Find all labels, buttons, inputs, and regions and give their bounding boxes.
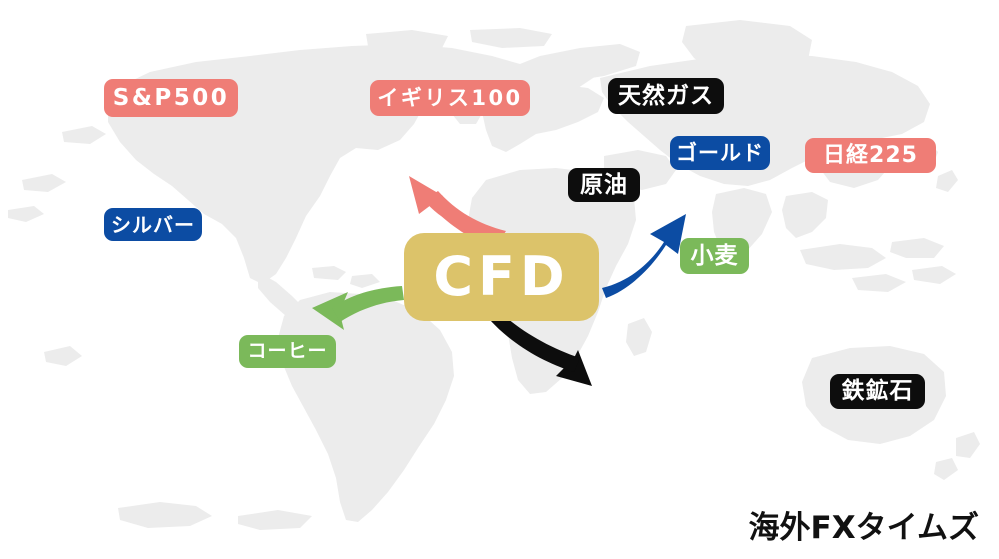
badge-gold: ゴールド	[670, 136, 770, 170]
badge-silver-label: シルバー	[111, 212, 195, 237]
badge-wheat: 小麦	[680, 238, 749, 274]
arrow-down-left-icon	[312, 286, 404, 330]
badge-nikkei225: 日経225	[805, 138, 936, 173]
badge-sp500: S&P500	[104, 79, 238, 117]
badge-nikkei225-label: 日経225	[823, 142, 918, 168]
cfd-center-node: CFD	[404, 233, 599, 321]
badge-natural-gas: 天然ガス	[608, 78, 724, 114]
badge-crude-oil-label: 原油	[580, 171, 628, 198]
badge-crude-oil: 原油	[568, 168, 640, 202]
badge-coffee: コーヒー	[239, 335, 336, 368]
badge-gold-label: ゴールド	[676, 140, 764, 165]
arrow-down-right-icon	[490, 312, 592, 386]
badge-wheat-label: 小麦	[690, 242, 739, 269]
badge-iron-ore-label: 鉄鉱石	[841, 378, 914, 404]
badge-silver: シルバー	[104, 208, 202, 241]
arrow-up-right-icon	[602, 214, 686, 298]
cfd-label: CFD	[433, 245, 570, 308]
site-watermark: 海外FXタイムズ	[748, 510, 979, 546]
badge-coffee-label: コーヒー	[247, 340, 328, 362]
badge-uk100: イギリス100	[370, 80, 530, 116]
badge-sp500-label: S&P500	[112, 84, 230, 111]
badge-uk100-label: イギリス100	[377, 85, 523, 110]
badge-natural-gas-label: 天然ガス	[618, 82, 714, 109]
badge-iron-ore: 鉄鉱石	[830, 374, 925, 409]
